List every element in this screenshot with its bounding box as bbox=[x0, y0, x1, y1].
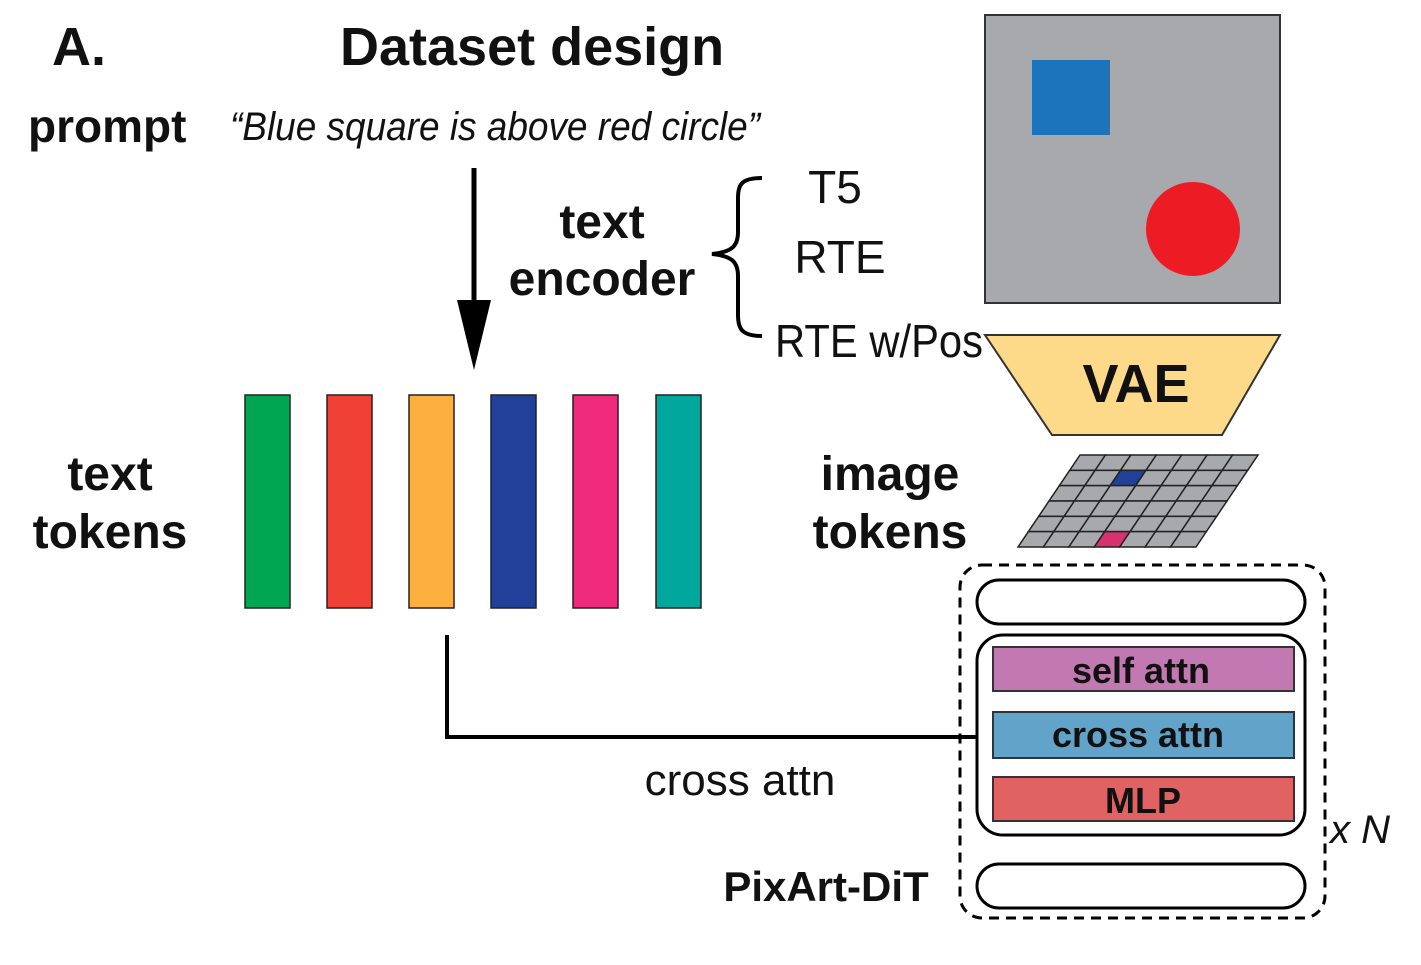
cross-attn-label: cross attn bbox=[1052, 714, 1224, 755]
text-encoder-label-line1: text bbox=[559, 196, 644, 249]
generated-image bbox=[984, 14, 1281, 304]
text-token-bar bbox=[326, 394, 373, 609]
text-token-bar bbox=[244, 394, 291, 609]
encoder-option-rte: RTE bbox=[794, 231, 885, 283]
self-attn-label: self attn bbox=[1072, 650, 1210, 691]
text-token-bar bbox=[408, 394, 455, 609]
mlp-layer bbox=[992, 776, 1295, 822]
text-token-bars bbox=[244, 394, 702, 609]
panel-label: A. bbox=[52, 17, 106, 77]
dit-layer-bottom bbox=[975, 862, 1307, 910]
text-tokens-label-line2: tokens bbox=[33, 506, 188, 559]
vae-block bbox=[983, 334, 1282, 436]
repeat-label: x N bbox=[1328, 808, 1390, 852]
text-token-bar bbox=[490, 394, 537, 609]
text-token-bar bbox=[572, 394, 619, 609]
dit-label: PixArt-DiT bbox=[723, 863, 929, 910]
mlp-label: MLP bbox=[1105, 780, 1181, 821]
dit-layer-top bbox=[975, 578, 1307, 626]
vae-label: VAE bbox=[1082, 354, 1189, 414]
self-attn-layer bbox=[992, 646, 1295, 692]
blue-square bbox=[1032, 60, 1110, 135]
text-encoder-label-line2: encoder bbox=[509, 253, 696, 306]
prompt-label: prompt bbox=[28, 100, 186, 152]
prompt-text: “Blue square is above red circle” bbox=[230, 105, 762, 149]
red-circle bbox=[1146, 182, 1240, 276]
encoder-option-rte-pos: RTE w/Pos bbox=[775, 315, 983, 367]
prompt-arrow-head bbox=[457, 300, 491, 370]
encoder-option-t5: T5 bbox=[808, 161, 862, 213]
cross-attn-layer bbox=[992, 711, 1295, 759]
image-tokens-label-line2: tokens bbox=[813, 506, 968, 559]
image-token-grid bbox=[1016, 454, 1260, 548]
encoder-options-brace bbox=[711, 176, 763, 338]
text-token-bar bbox=[655, 394, 702, 609]
image-token-cell bbox=[1169, 530, 1208, 548]
image-tokens-label-line1: image bbox=[821, 448, 960, 501]
cross-attn-arrow-label: cross attn bbox=[645, 756, 836, 805]
page-title: Dataset design bbox=[340, 17, 724, 77]
text-tokens-label-line1: text bbox=[67, 448, 152, 501]
dit-container bbox=[958, 563, 1327, 920]
cross-attn-arrow-line bbox=[445, 635, 1000, 739]
